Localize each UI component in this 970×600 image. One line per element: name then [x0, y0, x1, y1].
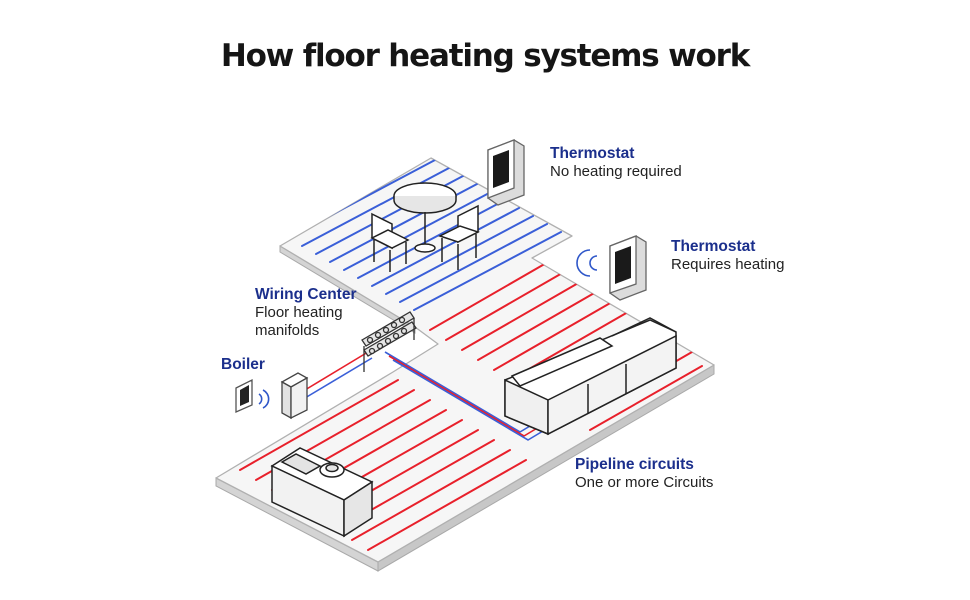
- dining-table: [393, 182, 457, 253]
- boiler-label: Boiler: [221, 356, 265, 374]
- pipeline-heading: Pipeline circuits: [575, 456, 694, 473]
- cold-pipe-circuit: [287, 159, 562, 311]
- thermostat-off-icon: [487, 139, 525, 206]
- boiler-controller-icon: [235, 378, 253, 413]
- hot-pipe-circuit-lower: [239, 379, 527, 551]
- dining-chair: [438, 204, 480, 270]
- boiler-unit: [280, 372, 309, 420]
- pipeline-label: Pipeline circuits One or more Circuits: [575, 456, 713, 492]
- wiring-center-heading: Wiring Center: [255, 286, 357, 303]
- manifold: [361, 311, 417, 372]
- dining-chair: [370, 212, 410, 272]
- boiler-heading: Boiler: [221, 356, 265, 373]
- page-title: How floor heating systems work: [220, 38, 751, 74]
- appliance: [270, 447, 374, 538]
- thermostat-on-label: Thermostat Requires heating: [671, 238, 784, 274]
- wiring-center-text-line2: manifolds: [255, 321, 320, 339]
- thermostat-wireless-icon: [576, 249, 598, 277]
- thermostat-off-label: Thermostat No heating required: [550, 145, 682, 181]
- pipeline-text: One or more Circuits: [575, 474, 714, 492]
- wireless-signal-icon: [258, 389, 270, 409]
- thermostat-on-text: Requires heating: [671, 256, 785, 274]
- wiring-center-label: Wiring Center Floor heating manifolds: [255, 286, 356, 340]
- thermostat-off-text: No heating required: [550, 163, 682, 181]
- wiring-center-text-line1: Floor heating: [255, 304, 343, 322]
- sofa: [504, 317, 677, 436]
- thermostat-on-icon: [609, 235, 647, 301]
- thermostat-on-heading: Thermostat: [671, 238, 756, 255]
- thermostat-off-heading: Thermostat: [550, 145, 635, 162]
- floor-slab: [215, 157, 715, 572]
